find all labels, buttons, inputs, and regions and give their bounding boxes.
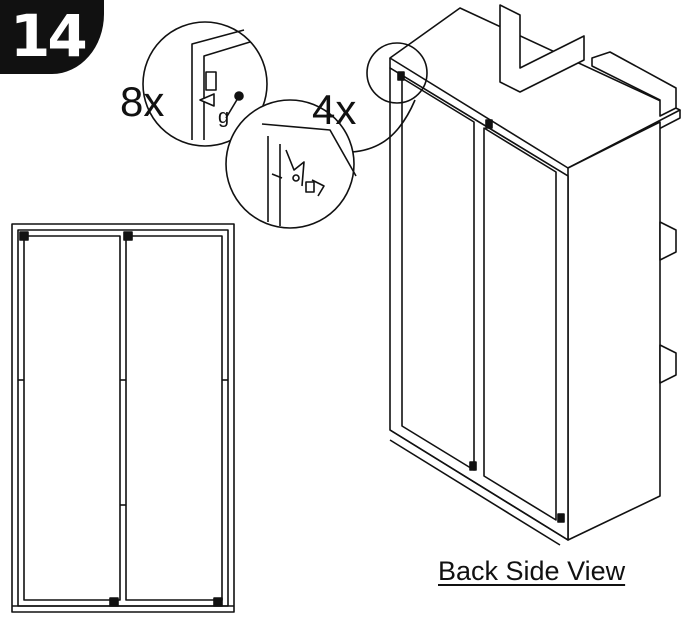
detail-circle-bracket (225, 99, 355, 229)
back-panel-right (483, 127, 557, 521)
screw-detail (142, 21, 268, 147)
wardrobe-side-panel (567, 121, 661, 541)
screw-part-code: g (218, 106, 230, 128)
bracket-detail (225, 99, 357, 229)
side-rails (499, 4, 677, 384)
wardrobe-iso-view (351, 4, 681, 546)
bracket-quantity: 4x (312, 86, 357, 133)
corner-bracket (469, 461, 477, 471)
step-number: 14 (10, 2, 88, 70)
back-panel-flat-view (11, 223, 235, 613)
corner-bracket (109, 597, 119, 607)
screw-quantity: 8x (120, 78, 165, 125)
bracket-icon (271, 149, 325, 197)
back-side-view-label: Back Side View (438, 556, 626, 586)
corner-bracket (123, 231, 133, 241)
screw-icon (225, 97, 239, 119)
flat-panel-right (125, 235, 223, 601)
corner-bracket (19, 231, 29, 241)
corner-bracket (485, 119, 493, 129)
corner-bracket (557, 513, 565, 523)
corner-bracket (397, 71, 405, 81)
detail-circle-screw (142, 21, 268, 147)
hinge-block (205, 71, 217, 91)
flat-panel-left (23, 235, 121, 601)
corner-bracket (213, 597, 223, 607)
callout-leader (351, 99, 416, 153)
detail-circle-iso (366, 42, 428, 104)
